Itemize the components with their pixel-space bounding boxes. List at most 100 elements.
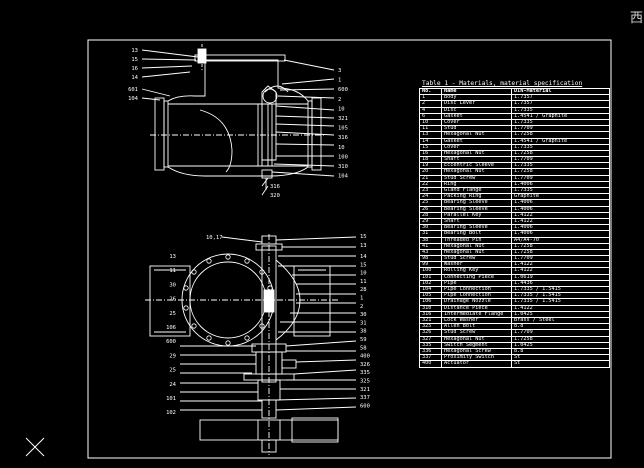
cell-no: 13	[420, 132, 442, 138]
callout-number: 15	[360, 234, 367, 240]
cell-material: 1.0425	[514, 311, 533, 317]
cell-material: 1.4122	[514, 262, 533, 268]
callout-number: 38	[360, 329, 367, 335]
callout-number: 59	[360, 337, 367, 343]
cell-no: 316	[420, 311, 442, 317]
cell-no: 15	[420, 144, 442, 150]
cell-no: 20	[420, 169, 442, 175]
cell-name: Pipe Connection	[442, 293, 512, 299]
cell-no: 11	[420, 126, 442, 132]
cell-no: 2	[420, 101, 442, 107]
callout-number: 601	[128, 87, 138, 93]
callout-number: 2	[338, 97, 341, 103]
cell-name: Hexagonal Nut	[442, 249, 512, 256]
cell-name: Lock Washer	[442, 317, 512, 324]
cell-material: 1.7335 / 1.5415	[514, 287, 561, 292]
cell-name: Bearing Sleeve	[442, 225, 512, 231]
cell-material: A4/A4-70	[514, 237, 539, 243]
cell-material: 1.7258	[514, 169, 533, 175]
cell-material: 1.7357	[514, 95, 533, 101]
cell-name: Bearing Sleeve	[442, 200, 512, 206]
drawing-frame	[87, 39, 612, 459]
cell-no: 23	[420, 188, 442, 194]
cell-no: 21	[420, 175, 442, 181]
cell-material: 1.4122	[514, 268, 533, 274]
cell-material: 8.8	[514, 348, 524, 354]
callout-number: 400	[360, 354, 370, 360]
cell-name: Hexagonal Nut	[442, 132, 512, 138]
cell-material: Brass / Steel	[514, 317, 555, 323]
cell-no: 106	[420, 299, 442, 305]
material-table-title: Table 1 - Materials, material specificat…	[422, 80, 583, 87]
callout-number: 16	[131, 66, 138, 72]
cell-material: 1.4122	[514, 212, 533, 218]
ucs-icon	[25, 437, 45, 457]
cell-material: St	[514, 361, 521, 367]
cell-material: 1.7709	[514, 330, 533, 336]
cell-no: 337	[420, 355, 442, 361]
material-table-header: No. Name DIN-Material	[420, 89, 609, 96]
cell-material: 8.8	[514, 324, 524, 330]
callout-number: 2	[360, 304, 363, 310]
cell-name: Proximity Switch	[442, 355, 512, 361]
cell-name: Connecting Piece	[442, 274, 512, 280]
valve-section-top-view	[141, 44, 335, 196]
cell-no: 336	[420, 348, 442, 355]
cell-no: 19	[420, 163, 442, 169]
cell-no: 98	[420, 256, 442, 262]
cell-no: 1	[420, 95, 442, 101]
cell-name: Stud Screw	[442, 175, 512, 181]
cell-no: 325	[420, 324, 442, 330]
cell-material: 1.0425	[514, 342, 533, 348]
cell-material: 1.4436	[514, 280, 533, 286]
cell-no: 105	[420, 293, 442, 299]
callout-number: 14	[360, 254, 367, 260]
cell-name: Eccentric Sleeve	[442, 163, 512, 169]
cell-no: 14	[420, 138, 442, 144]
header-material: DIN-Material	[514, 89, 552, 94]
callout-number: 11	[169, 268, 176, 274]
cell-no: 10	[420, 119, 442, 126]
callout-number: 105	[338, 126, 348, 132]
cell-material: 1.4122	[514, 305, 533, 311]
cell-no: 22	[420, 181, 442, 187]
callout-number: 102	[166, 410, 176, 416]
cell-material: 1.0619	[514, 274, 533, 280]
cell-material: 1.7709	[514, 157, 533, 163]
callout-number: 320	[270, 193, 280, 199]
cell-no: 30	[420, 225, 442, 231]
callout-number: 13	[131, 48, 138, 54]
cell-no: 26	[420, 206, 442, 212]
callout-number: 24	[169, 382, 176, 388]
cell-name: Pipe	[442, 280, 512, 286]
callout-number: 600	[360, 403, 370, 409]
cell-material: 1.7335	[514, 144, 533, 150]
cell-material: 1.7709	[514, 175, 533, 181]
cell-name: Hexagonal Screw	[442, 348, 512, 355]
